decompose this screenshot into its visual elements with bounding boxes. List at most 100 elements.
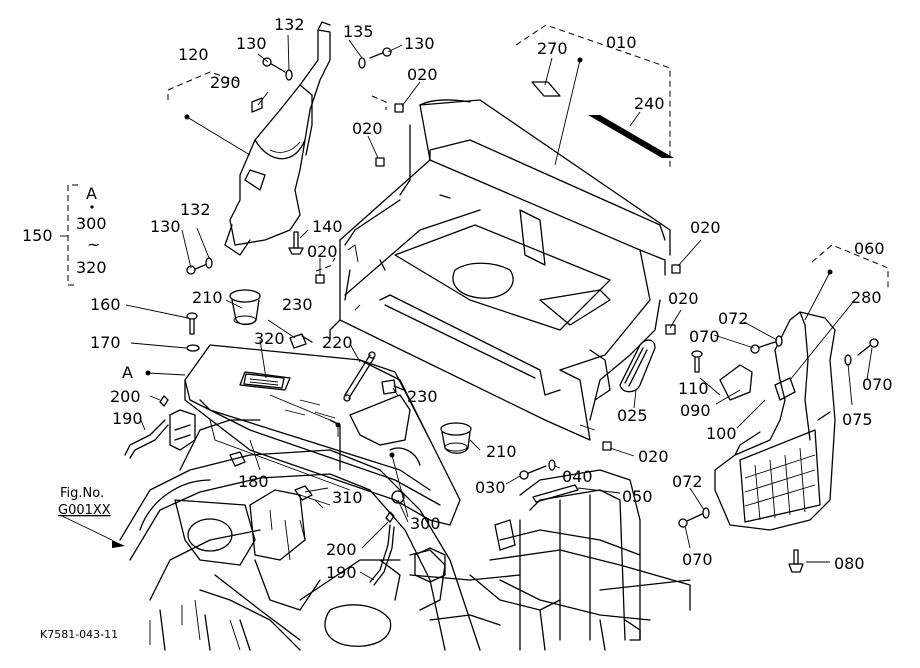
washer-040 bbox=[548, 459, 556, 471]
label-070-bottom: 070 bbox=[682, 550, 713, 569]
label-310: 310 bbox=[332, 488, 363, 507]
label-tilde: ~ bbox=[87, 235, 100, 254]
sticker-240 bbox=[588, 115, 674, 158]
label-180: 180 bbox=[238, 472, 269, 491]
label-075: 075 bbox=[842, 410, 873, 429]
washer-072-top bbox=[775, 335, 783, 347]
label-210-top: 210 bbox=[192, 288, 223, 307]
label-220: 220 bbox=[322, 333, 353, 352]
label-020-mid: 020 bbox=[307, 242, 338, 261]
washer-132-top bbox=[285, 69, 293, 81]
washer-132-left bbox=[205, 257, 213, 269]
group-bracket-060 bbox=[811, 244, 889, 290]
bolt-160 bbox=[186, 312, 198, 335]
label-190-right: 190 bbox=[326, 563, 357, 582]
label-020-top: 020 bbox=[407, 65, 438, 84]
bolt-110 bbox=[691, 350, 703, 373]
label-132-left: 132 bbox=[180, 200, 211, 219]
label-120: 120 bbox=[178, 45, 209, 64]
side-panel-120 bbox=[224, 21, 331, 256]
label-030: 030 bbox=[475, 478, 506, 497]
side-panel-060 bbox=[714, 311, 836, 531]
label-290: 290 bbox=[210, 73, 241, 92]
cup-holder-210-bottom bbox=[440, 422, 472, 454]
label-130-top-left: 130 bbox=[236, 34, 267, 53]
bolt-130-top-left bbox=[262, 57, 286, 73]
label-200-right: 200 bbox=[326, 540, 357, 559]
frame-structure bbox=[119, 419, 691, 651]
label-080: 080 bbox=[834, 554, 865, 573]
label-240: 240 bbox=[634, 94, 665, 113]
cup-holder-210-top bbox=[229, 289, 261, 326]
label-100: 100 bbox=[706, 424, 737, 443]
label-170: 170 bbox=[90, 333, 121, 352]
label-140: 140 bbox=[312, 217, 343, 236]
label-072-top: 072 bbox=[718, 309, 749, 328]
label-060: 060 bbox=[854, 239, 885, 258]
fig-ref-code: G001XX bbox=[58, 503, 111, 518]
label-300: 300 bbox=[410, 514, 441, 533]
washer-075 bbox=[844, 354, 852, 366]
label-010-top: 010 bbox=[606, 33, 637, 52]
bolt-070-top bbox=[750, 341, 776, 354]
leader-lines bbox=[59, 34, 873, 581]
label-a-group: A bbox=[86, 184, 97, 203]
label-132-top: 132 bbox=[274, 15, 305, 34]
label-320: 320 bbox=[254, 329, 285, 348]
label-110: 110 bbox=[678, 379, 709, 398]
label-plate-320 bbox=[243, 373, 285, 389]
strip-050 bbox=[532, 484, 579, 503]
stay-rod-220 bbox=[343, 351, 376, 402]
washer-170 bbox=[186, 344, 200, 352]
label-a-marker: A bbox=[122, 363, 133, 382]
tailgate-180 bbox=[184, 344, 461, 526]
label-300-group: 300 bbox=[76, 214, 107, 233]
bolt-130-top-right bbox=[369, 47, 392, 59]
bolt-030 bbox=[519, 465, 547, 480]
label-072-bottom: 072 bbox=[672, 472, 703, 491]
group-bracket-010 bbox=[515, 24, 671, 170]
label-230-lower: 230 bbox=[407, 387, 438, 406]
label-020-right-2: 020 bbox=[668, 289, 699, 308]
latch-190-right bbox=[369, 511, 395, 586]
hinge-block-left bbox=[169, 409, 246, 467]
handle-025 bbox=[619, 339, 656, 393]
latch-310 bbox=[294, 485, 313, 501]
label-210-bottom: 210 bbox=[486, 442, 517, 461]
washer-072-bottom bbox=[702, 507, 710, 519]
part-labels: 010 270 240 020 020 020 020 020 020 025 … bbox=[22, 15, 893, 641]
fig-ref-prefix: Fig.No. bbox=[60, 486, 104, 501]
drawing-id: K7581-043-11 bbox=[40, 628, 118, 641]
bolt-130-left bbox=[186, 261, 213, 275]
label-020-right-1: 020 bbox=[690, 218, 721, 237]
cargo-bed bbox=[315, 99, 681, 451]
label-020-upper: 020 bbox=[352, 119, 383, 138]
label-020-bottom: 020 bbox=[638, 447, 669, 466]
label-270: 270 bbox=[537, 39, 568, 58]
bolt-080 bbox=[788, 549, 804, 573]
group-bracket-120 bbox=[167, 71, 241, 100]
group-bracket-150 bbox=[67, 184, 78, 286]
label-025: 025 bbox=[617, 406, 648, 425]
label-130-top-right: 130 bbox=[404, 34, 435, 53]
latch-190-left bbox=[124, 395, 169, 459]
label-320-group: 320 bbox=[76, 258, 107, 277]
label-160: 160 bbox=[90, 295, 121, 314]
label-050: 050 bbox=[622, 487, 653, 506]
label-135: 135 bbox=[343, 22, 374, 41]
label-230-upper: 230 bbox=[282, 295, 313, 314]
bolt-140 bbox=[288, 231, 304, 255]
damper-230-upper bbox=[289, 333, 313, 349]
label-070-top: 070 bbox=[689, 327, 720, 346]
label-190-left: 190 bbox=[112, 409, 143, 428]
label-070-right: 070 bbox=[862, 375, 893, 394]
label-040: 040 bbox=[562, 467, 593, 486]
bolt-070-bottom bbox=[678, 513, 703, 528]
label-130-left: 130 bbox=[150, 217, 181, 236]
label-090: 090 bbox=[680, 401, 711, 420]
label-150: 150 bbox=[22, 226, 53, 245]
sticker-270 bbox=[531, 81, 561, 97]
bolt-070-right bbox=[857, 338, 879, 356]
washer-135 bbox=[358, 57, 366, 69]
